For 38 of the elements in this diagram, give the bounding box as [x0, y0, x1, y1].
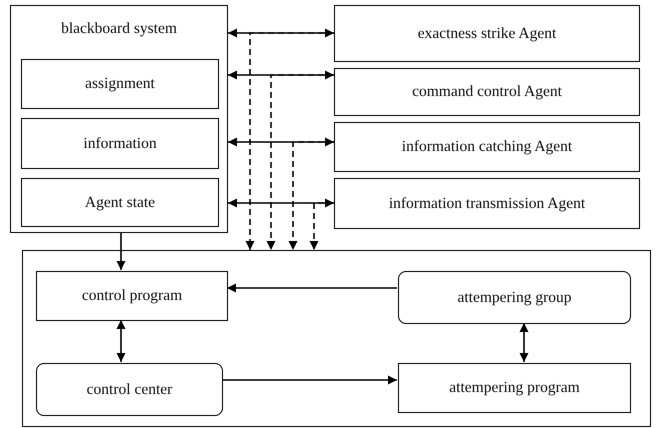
node-label: attempering program [448, 379, 581, 397]
node-label: information transmission Agent [388, 194, 586, 212]
arrow [222, 376, 397, 384]
arrow [116, 233, 126, 270]
process-box [334, 68, 640, 116]
arrow [228, 28, 334, 38]
node-label: information [82, 134, 158, 152]
arrow [227, 284, 397, 292]
dashed-arrow [246, 32, 334, 250]
node-label: control program [80, 287, 184, 305]
arrow [228, 70, 334, 80]
arrow [116, 320, 126, 362]
process-box [36, 271, 228, 321]
node-label: control center [86, 380, 174, 398]
dashed-arrow [266, 74, 334, 250]
process-box [334, 178, 640, 229]
node-label: Agent state [84, 194, 156, 212]
arrow [520, 323, 528, 362]
dashed-arrow [288, 141, 334, 250]
process-box [36, 363, 223, 416]
process-box [398, 271, 631, 324]
process-box [21, 118, 219, 169]
container-box [22, 250, 651, 427]
node-label: information catching Agent [400, 138, 574, 156]
process-box [21, 178, 219, 227]
process-box [398, 363, 631, 413]
node-label: exactness strike Agent [416, 24, 558, 42]
process-box [21, 59, 219, 109]
arrow [228, 198, 334, 208]
arrow [228, 138, 334, 146]
process-box [10, 5, 228, 233]
node-label: assignment [84, 75, 156, 93]
process-box [334, 122, 640, 172]
node-label: command control Agent [411, 83, 563, 101]
process-box [334, 5, 640, 62]
node-label: blackboard system [60, 20, 178, 38]
dashed-arrow [310, 202, 334, 250]
node-label: attempering group [456, 288, 573, 306]
